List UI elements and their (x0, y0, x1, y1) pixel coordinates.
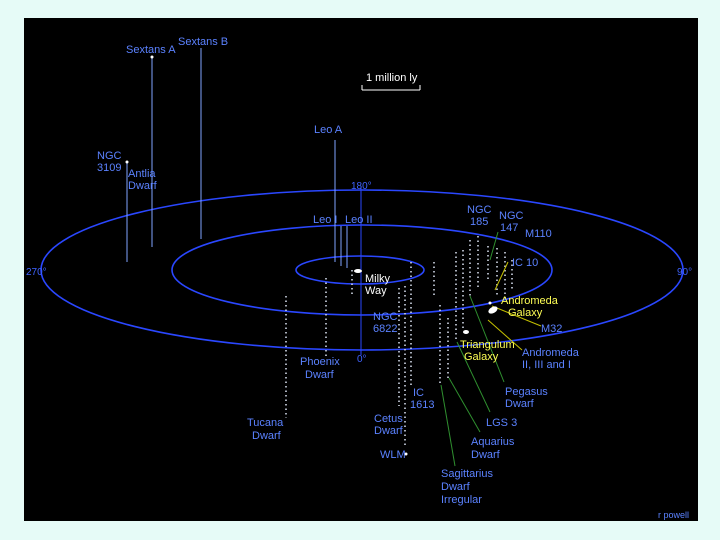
label-pegasus-line1: Pegasus (505, 386, 548, 398)
label-phoenix-line2: Dwarf (305, 369, 335, 381)
label-milky-way-line1: Milky (365, 273, 391, 285)
label-aquarius-line2: Dwarf (471, 449, 501, 461)
label-ngc6822-line1: NGC (373, 311, 398, 323)
axis-mark-0: 0° (357, 354, 367, 365)
label-ngc3109-line1: NGC (97, 150, 122, 162)
label-sagittarius-line3: Irregular (441, 494, 482, 506)
label-ic10: IC 10 (512, 257, 538, 269)
marker-m32 (488, 301, 492, 305)
label-leo-i: Leo I (313, 214, 337, 226)
label-triangulum-line2: Galaxy (464, 351, 499, 363)
label-ngc147-line1: NGC (499, 210, 524, 222)
label-andromeda-line1: Andromeda (501, 295, 559, 307)
label-phoenix-line1: Phoenix (300, 356, 340, 368)
label-sagittarius-line1: Sagittarius (441, 468, 493, 480)
label-andromeda-sats-line1: Andromeda (522, 347, 580, 359)
marker-milky-way (354, 269, 362, 273)
label-leo-a: Leo A (314, 124, 343, 136)
outer-ring (40, 189, 684, 351)
label-leo-ii: Leo II (345, 214, 373, 226)
label-aquarius-line1: Aquarius (471, 436, 515, 448)
label-sextans-a: Sextans A (126, 44, 176, 56)
marker-ngc3109 (125, 160, 129, 164)
label-ngc3109-line2: 3109 (97, 162, 121, 174)
leader-aquarius (448, 377, 481, 433)
marker-andromeda (488, 306, 498, 314)
credit: r powell (658, 510, 689, 520)
label-tucana-line1: Tucana (247, 417, 284, 429)
label-milky-way-line2: Way (365, 285, 387, 297)
axis-mark-90: 90° (677, 267, 692, 278)
label-sagittarius-line2: Dwarf (441, 481, 471, 493)
axis-mark-180: 180° (351, 181, 372, 192)
label-wlm: WLM (380, 449, 406, 461)
axis-mark-270: 270° (26, 267, 47, 278)
middle-ring (171, 224, 553, 316)
scale-bar: 1 million ly (361, 72, 421, 91)
label-ic1613-line1: IC (413, 387, 424, 399)
label-pegasus-line2: Dwarf (505, 398, 535, 410)
leader-andromeda-sats (487, 319, 523, 351)
diagram-canvas: 1 million ly 180° 0° 90° 270° Sextans A … (26, 36, 692, 520)
label-ic1613-line2: 1613 (410, 399, 434, 411)
label-m110: M110 (525, 228, 552, 240)
leader-ic10 (494, 261, 509, 291)
label-ngc185-line2: 185 (470, 216, 488, 228)
local-group-diagram: 1 million ly 180° 0° 90° 270° Sextans A … (24, 18, 698, 521)
leader-m32 (491, 305, 542, 327)
label-m32: M32 (541, 323, 562, 335)
marker-wlm (404, 452, 408, 456)
label-cetus-line1: Cetus (374, 413, 403, 425)
marker-sextans-a (150, 55, 154, 59)
label-ngc147-line2: 147 (500, 222, 518, 234)
inner-ring (295, 255, 425, 285)
label-andromeda-line2: Galaxy (508, 307, 543, 319)
label-triangulum-line1: Triangulum (460, 339, 515, 351)
label-ngc185-line1: NGC (467, 204, 492, 216)
leader-sagittarius (440, 384, 456, 467)
label-sextans-b: Sextans B (178, 36, 228, 48)
label-ngc6822-line2: 6822 (373, 323, 397, 335)
leader-pegasus (469, 295, 505, 383)
label-cetus-line2: Dwarf (374, 425, 404, 437)
label-antlia-line1: Antlia (128, 168, 156, 180)
leader-lgs3 (456, 341, 491, 413)
leader-m110 (489, 231, 499, 261)
label-andromeda-sats-line2: II, III and I (522, 359, 571, 371)
marker-triangulum (463, 330, 469, 334)
label-antlia-line2: Dwarf (128, 180, 158, 192)
label-tucana-line2: Dwarf (252, 430, 282, 442)
scale-bar-label: 1 million ly (366, 72, 418, 84)
label-lgs3: LGS 3 (486, 417, 517, 429)
